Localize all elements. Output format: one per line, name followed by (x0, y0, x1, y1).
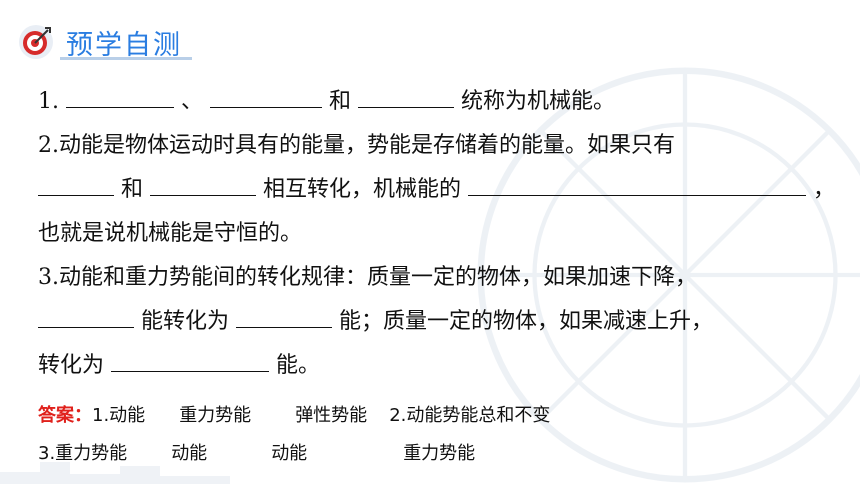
blank-input[interactable] (210, 80, 323, 108)
section-header: 预学自测 (18, 22, 182, 62)
blank-input[interactable] (38, 168, 114, 196)
answer-label: 答案： (38, 405, 92, 426)
background-skyline (0, 462, 230, 484)
question-1: 1. 、 和 统称为机械能。 (38, 80, 848, 124)
question-3-line-2: 能转化为 能；质量一定的物体，如果减速上升， (38, 300, 848, 344)
question-2-line-1: 2.动能是物体运动时具有的能量，势能是存储着的能量。如果只有 (38, 133, 675, 158)
q1-separator-1: 、 (181, 89, 204, 114)
blank-input[interactable] (111, 344, 270, 372)
answer-item: 动能 (271, 443, 308, 464)
q2-mid: 相互转化，机械能的 (263, 177, 462, 202)
question-2-line-3: 也就是说机械能是守恒的。 (38, 221, 303, 246)
answer-line-1: 答案：1.动能 重力势能 弹性势能 2.动能势能总和不变 (38, 397, 550, 435)
blank-input[interactable] (358, 80, 455, 108)
blank-input[interactable] (150, 168, 257, 196)
answer-item: 2.动能势能总和不变 (389, 405, 551, 426)
answer-item: 1.动能 (92, 405, 146, 426)
target-icon (19, 25, 53, 59)
q1-tail: 统称为机械能。 (461, 89, 616, 114)
answer-item: 弹性势能 (295, 405, 368, 426)
blank-input[interactable] (66, 80, 174, 108)
section-title: 预学自测 (66, 29, 182, 61)
question-3-line-3: 转化为 能。 (38, 344, 848, 388)
question-2-line-2: 和 相互转化，机械能的 ， (38, 168, 848, 212)
blank-input[interactable] (468, 168, 807, 196)
answer-item: 3.重力势能 (38, 443, 128, 464)
answer-item: 重力势能 (179, 405, 252, 426)
title-underline (60, 57, 192, 60)
q3-l2b: 能；质量一定的物体，如果减速上升， (339, 309, 714, 334)
blank-input[interactable] (236, 300, 333, 328)
question-3-line-1: 3.动能和重力势能间的转化规律：质量一定的物体，如果加速下降， (38, 265, 697, 290)
background-watermark (477, 67, 860, 483)
blank-input[interactable] (38, 300, 134, 328)
q1-separator-2: 和 (329, 89, 352, 114)
q3-l2a: 能转化为 (141, 309, 230, 334)
q3-l3b: 能。 (276, 353, 321, 378)
exercise-content: 1. 、 和 统称为机械能。 2.动能是物体运动时具有的能量，势能是存储着的能量… (38, 80, 848, 388)
q2-and: 和 (121, 177, 144, 202)
answer-item: 重力势能 (403, 443, 476, 464)
answer-line-2: 3.重力势能 动能 动能 重力势能 (38, 435, 550, 473)
q1-number: 1. (38, 89, 59, 114)
answer-item: 动能 (171, 443, 208, 464)
q3-l3a: 转化为 (38, 353, 105, 378)
q2-comma: ， (813, 177, 836, 202)
